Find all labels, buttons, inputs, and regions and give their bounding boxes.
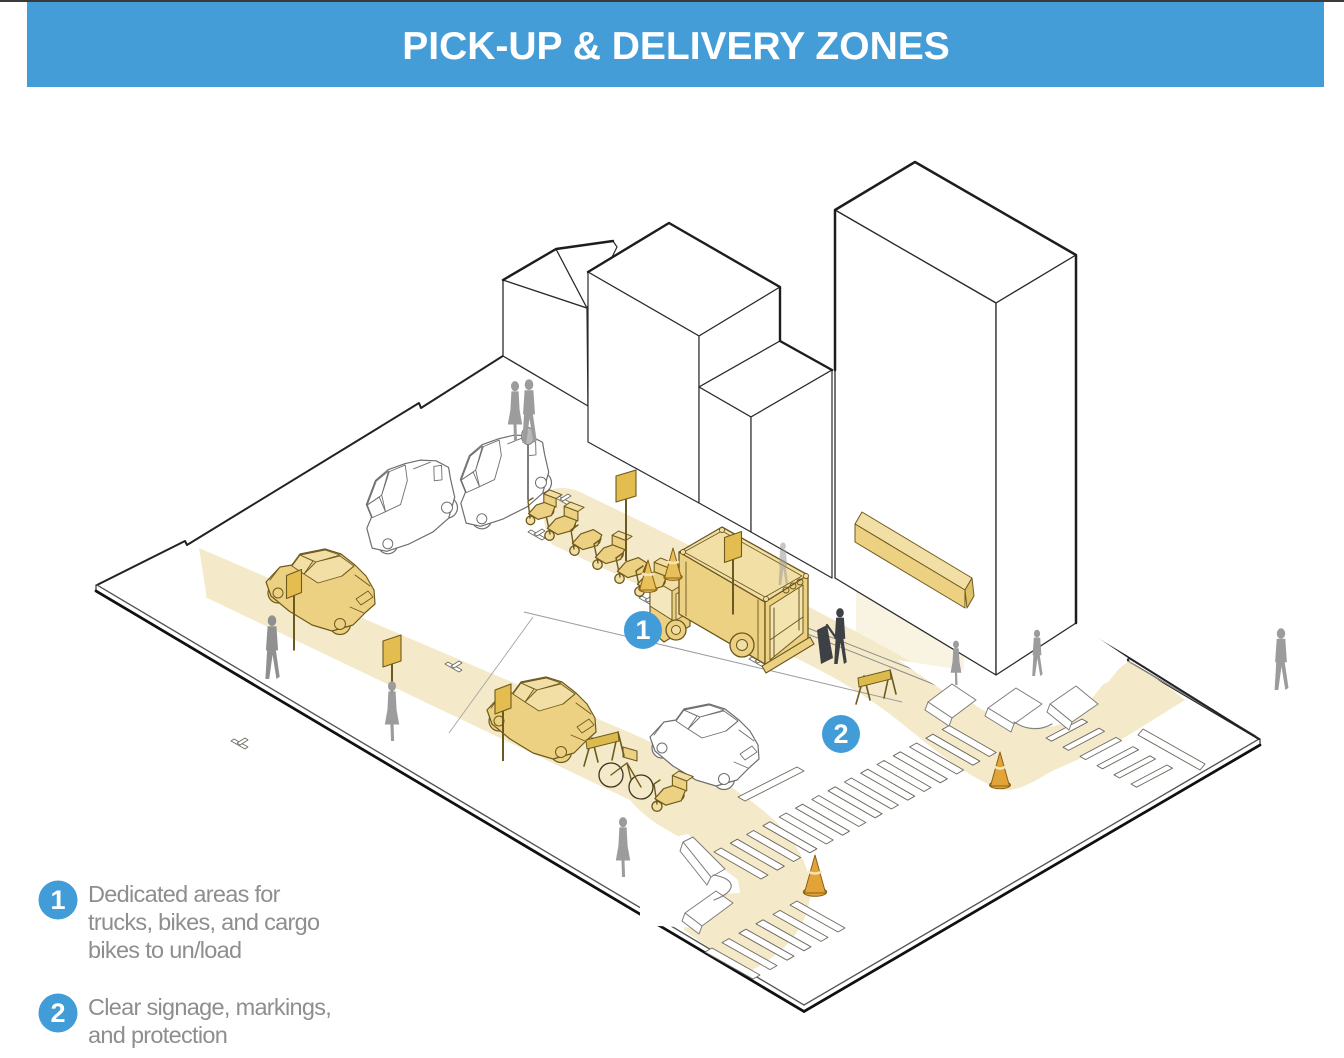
svg-text:Clear signage, markings,: Clear signage, markings, xyxy=(88,994,331,1020)
svg-text:Dedicated areas for: Dedicated areas for xyxy=(88,881,281,907)
svg-text:bikes to un/load: bikes to un/load xyxy=(88,937,241,963)
svg-text:trucks, bikes, and cargo: trucks, bikes, and cargo xyxy=(88,909,320,935)
svg-text:2: 2 xyxy=(833,719,848,749)
svg-text:PICK-UP & DELIVERY ZONES: PICK-UP & DELIVERY ZONES xyxy=(402,25,950,68)
svg-text:and protection: and protection xyxy=(88,1022,227,1048)
svg-text:2: 2 xyxy=(50,998,65,1028)
svg-text:1: 1 xyxy=(635,615,650,645)
svg-text:1: 1 xyxy=(50,885,65,915)
